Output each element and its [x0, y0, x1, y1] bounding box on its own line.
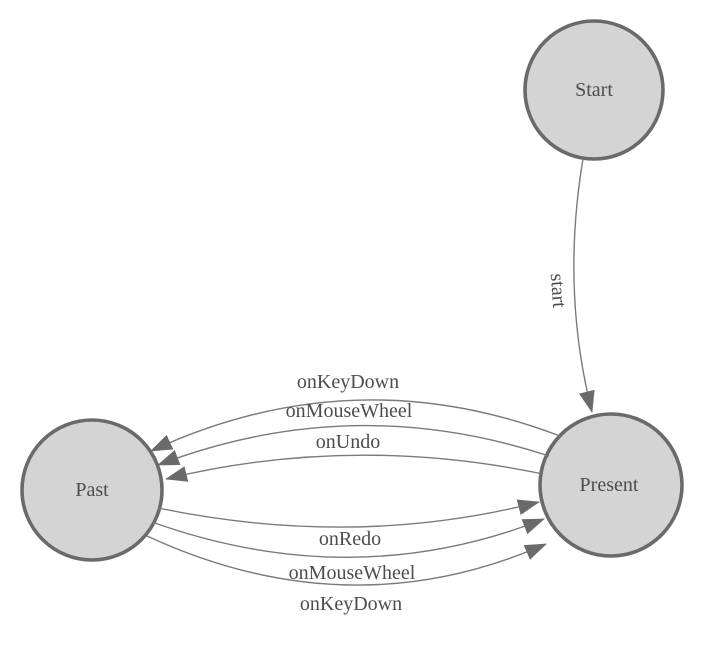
- edge-present-to-past-onmousewheel: onMouseWheel: [157, 400, 550, 466]
- edge-label-onkeydown-top: onKeyDown: [297, 371, 399, 393]
- edge-line-onkeydown-top[interactable]: [150, 399, 561, 452]
- state-node-present: Present: [538, 412, 684, 558]
- edge-line-onredo[interactable]: [157, 499, 540, 528]
- state-circle-past[interactable]: [20, 418, 164, 562]
- edge-label-onmousewheel-bottom: onMouseWheel: [289, 562, 416, 584]
- edge-line-onmousewheel-top[interactable]: [157, 424, 550, 466]
- state-node-past: Past: [20, 418, 164, 562]
- state-circle-present[interactable]: [538, 412, 684, 558]
- edge-line-onundo[interactable]: [165, 454, 544, 482]
- edge-label-start: start: [546, 273, 570, 309]
- edge-past-to-present-onkeydown: onKeyDown: [146, 535, 547, 615]
- edge-label-onkeydown-bottom: onKeyDown: [300, 593, 402, 615]
- edge-label-onredo: onRedo: [319, 528, 381, 550]
- edge-label-onmousewheel-top: onMouseWheel: [286, 400, 413, 422]
- edge-past-to-present-onredo: onRedo: [157, 499, 540, 550]
- edge-start-to-present: start: [546, 158, 595, 413]
- state-label-present: Present: [580, 474, 639, 496]
- state-label-past: Past: [75, 479, 109, 501]
- edge-line-onmousewheel-bottom[interactable]: [151, 518, 545, 558]
- state-circle-start[interactable]: [523, 19, 665, 161]
- edge-label-onundo: onUndo: [316, 431, 380, 453]
- edge-present-to-past-onkeydown: onKeyDown: [150, 371, 561, 452]
- edge-past-to-present-onmousewheel: onMouseWheel: [151, 518, 545, 584]
- state-node-start: Start: [523, 19, 665, 161]
- edge-present-to-past-onundo: onUndo: [165, 431, 544, 482]
- edge-line-onkeydown-bottom[interactable]: [146, 535, 547, 586]
- edge-line-start[interactable]: [573, 158, 595, 413]
- state-label-start: Start: [575, 79, 613, 101]
